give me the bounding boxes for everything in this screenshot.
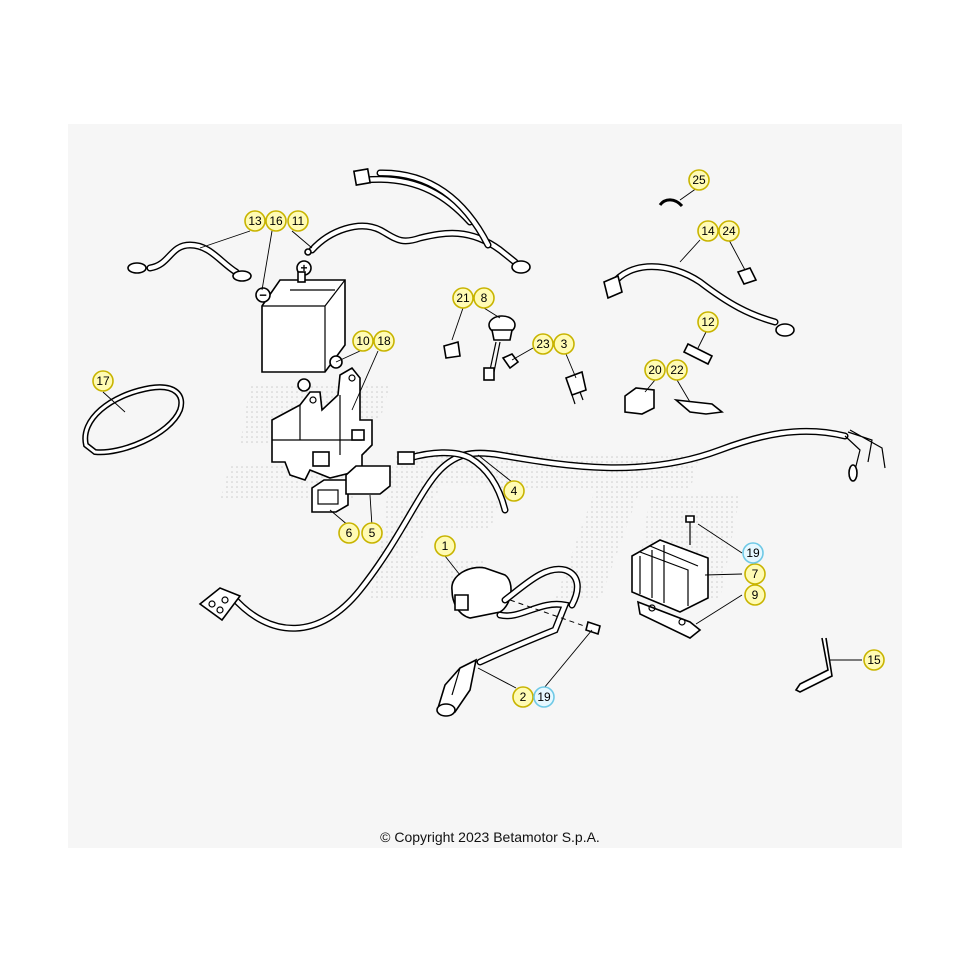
pin-12 [682, 331, 714, 366]
callout-badges: 1234567891011121314151617181919202122232… [92, 169, 885, 708]
callout-c21[interactable]: 21 [452, 287, 474, 309]
battery: + − [255, 260, 346, 373]
minus-symbol: − [259, 288, 267, 303]
callout-number: 2 [520, 690, 527, 704]
nut-and-connector [501, 347, 587, 405]
connectors-20-22 [624, 379, 724, 415]
callout-badge [361, 522, 383, 544]
callout-number: 19 [746, 546, 760, 560]
callout-number: 25 [692, 173, 706, 187]
callout-badge [697, 311, 719, 333]
callout-badge [697, 220, 719, 242]
callout-number: 20 [648, 363, 662, 377]
callout-number: 22 [670, 363, 684, 377]
bracket-15 [794, 637, 862, 693]
battery-plus-cable [304, 167, 531, 274]
callout-c14[interactable]: 14 [697, 220, 719, 242]
callout-c11[interactable]: 11 [287, 210, 309, 232]
callout-badge [744, 584, 766, 606]
callout-number: 15 [867, 653, 881, 667]
callout-badge [553, 333, 575, 355]
callout-badge [92, 370, 114, 392]
callout-c8[interactable]: 8 [473, 287, 495, 309]
callout-number: 19 [537, 690, 551, 704]
callout-c12[interactable]: 12 [697, 311, 719, 333]
copyright-notice: © Copyright 2023 Betamotor S.p.A. [380, 829, 600, 845]
callout-badge [666, 359, 688, 381]
callout-c19a[interactable]: 19 [742, 542, 764, 564]
callout-badge [688, 169, 710, 191]
callout-c15[interactable]: 15 [863, 649, 885, 671]
callout-number: 1 [442, 539, 449, 553]
minus-terminal-icon [255, 287, 271, 303]
callout-badge [473, 287, 495, 309]
callout-c13[interactable]: 13 [244, 210, 266, 232]
callout-c6[interactable]: 6 [338, 522, 360, 544]
callout-c1[interactable]: 1 [434, 535, 456, 557]
callout-number: 10 [356, 334, 370, 348]
callout-badge [512, 686, 534, 708]
callout-badge [265, 210, 287, 232]
callout-c16[interactable]: 16 [265, 210, 287, 232]
callout-badge [338, 522, 360, 544]
callout-number: 16 [269, 214, 283, 228]
callout-c17[interactable]: 17 [92, 370, 114, 392]
callout-number: 13 [248, 214, 262, 228]
battery-leaders [199, 230, 379, 411]
callout-badge [718, 220, 740, 242]
callout-badge [287, 210, 309, 232]
callout-number: 12 [701, 315, 715, 329]
callout-badge [742, 542, 764, 564]
callout-badge [532, 333, 554, 355]
main-harness [198, 427, 886, 632]
callout-c3[interactable]: 3 [553, 333, 575, 355]
callout-c7[interactable]: 7 [744, 563, 766, 585]
callout-number: 21 [456, 291, 470, 305]
callout-number: 8 [481, 291, 488, 305]
callout-c18[interactable]: 18 [373, 330, 395, 352]
callout-badge [744, 563, 766, 585]
ignition-coil [436, 555, 601, 717]
battery-minus-cable [127, 241, 252, 282]
callout-number: 6 [346, 526, 353, 540]
callout-badge [434, 535, 456, 557]
regulator [631, 515, 743, 639]
callout-badge [863, 649, 885, 671]
callout-badge [533, 686, 555, 708]
callout-badge [644, 359, 666, 381]
callout-badge [452, 287, 474, 309]
switch-assembly [443, 307, 516, 381]
callout-badge [373, 330, 395, 352]
callout-c10[interactable]: 10 [352, 330, 374, 352]
callout-number: 3 [561, 337, 568, 351]
callout-number: 18 [377, 334, 391, 348]
callout-badge [352, 330, 374, 352]
callout-number: 7 [752, 567, 759, 581]
callout-number: 23 [536, 337, 550, 351]
callout-c19b[interactable]: 19 [533, 686, 555, 708]
callout-c9[interactable]: 9 [744, 584, 766, 606]
callout-badge [244, 210, 266, 232]
cable-loop [82, 384, 185, 456]
callout-number: 24 [722, 224, 736, 238]
callout-number: 5 [369, 526, 376, 540]
callout-c4[interactable]: 4 [503, 480, 525, 502]
callout-c20[interactable]: 20 [644, 359, 666, 381]
callout-c22[interactable]: 22 [666, 359, 688, 381]
callout-number: 9 [752, 588, 759, 602]
callout-c23[interactable]: 23 [532, 333, 554, 355]
callout-c2[interactable]: 2 [512, 686, 534, 708]
callout-number: 4 [511, 484, 518, 498]
callout-number: 11 [292, 214, 305, 228]
battery-holder [271, 355, 373, 481]
callout-number: 14 [701, 224, 715, 238]
callout-badge [503, 480, 525, 502]
callout-c24[interactable]: 24 [718, 220, 740, 242]
callout-c25[interactable]: 25 [688, 169, 710, 191]
plus-symbol: + [300, 261, 307, 275]
callout-number: 17 [96, 374, 110, 388]
cable-14 [603, 187, 795, 337]
callout-c5[interactable]: 5 [361, 522, 383, 544]
